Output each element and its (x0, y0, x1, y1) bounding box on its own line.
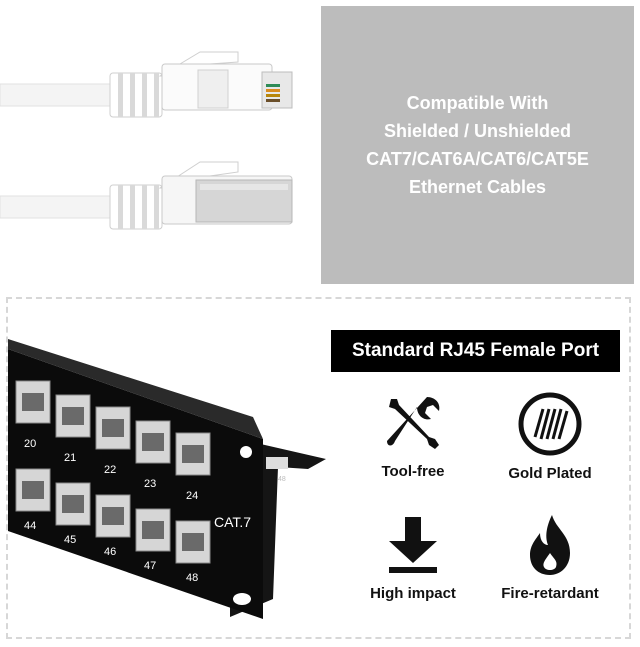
feature-high-impact: High impact (343, 513, 483, 602)
port-number: 24 (186, 490, 198, 502)
port-number: 47 (144, 560, 156, 572)
shielded-cable-image (0, 161, 293, 230)
unshielded-cable-image (0, 51, 293, 118)
compat-line: Compatible With (406, 93, 549, 113)
feature-tool-free: Tool-free (343, 391, 483, 480)
port-number: 44 (24, 520, 36, 532)
ear-side-label: 48 (278, 476, 286, 483)
compatibility-box: Compatible With Shielded / Unshielded CA… (321, 6, 634, 284)
feature-label: Gold Plated (508, 465, 592, 482)
patch-panel-image: 48 20 21 22 23 24 (8, 299, 338, 637)
download-arrow-icon (389, 517, 437, 573)
features-panel: 48 20 21 22 23 24 (6, 297, 631, 639)
top-port-row (15, 380, 211, 476)
feature-label: Tool-free (381, 463, 445, 480)
wrench-screwdriver-icon (387, 397, 440, 449)
flame-icon (530, 515, 570, 575)
feature-fire-retardant: Fire-retardant (480, 513, 620, 602)
compat-line: Shielded / Unshielded (383, 121, 572, 141)
port-banner: Standard RJ45 Female Port (331, 330, 620, 372)
gold-contacts-icon (518, 392, 582, 456)
port-number: 20 (24, 438, 36, 450)
compat-line: Ethernet Cables (408, 177, 547, 197)
cat7-label: CAT.7 (214, 514, 251, 530)
bottom-port-row (15, 468, 211, 564)
feature-label: High impact (370, 585, 456, 602)
port-number: 46 (104, 546, 116, 558)
feature-label: Fire-retardant (501, 585, 599, 602)
port-number: 48 (186, 572, 198, 584)
port-number: 22 (104, 464, 116, 476)
port-number: 45 (64, 534, 76, 546)
cable-illustrations (0, 0, 316, 290)
feature-gold-plated: Gold Plated (480, 391, 620, 482)
compat-line: CAT7/CAT6A/CAT6/CAT5E (366, 149, 589, 169)
port-number: 23 (144, 478, 156, 490)
port-number: 21 (64, 452, 76, 464)
